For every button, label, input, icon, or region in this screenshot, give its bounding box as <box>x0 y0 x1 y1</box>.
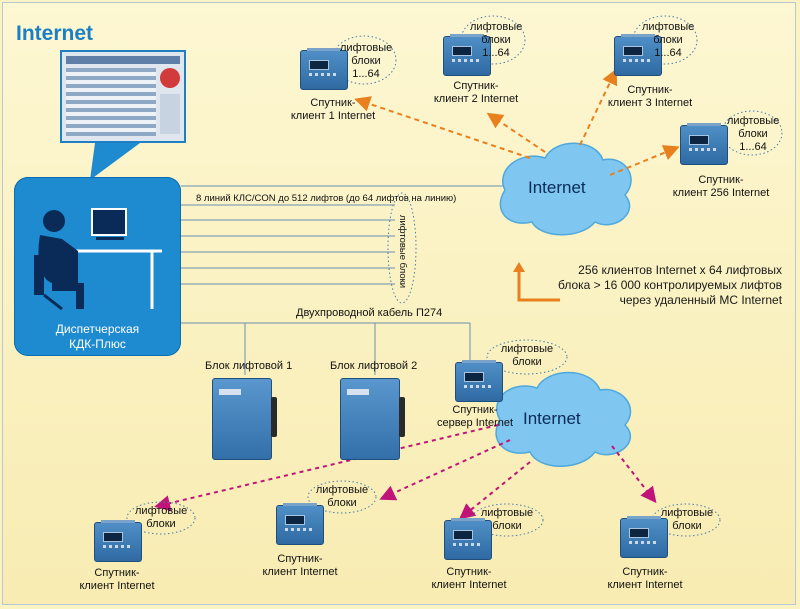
arrow-client1 <box>354 96 531 159</box>
dispatcher-label-line1: Диспетчерская <box>55 322 140 336</box>
two-wire-cable-label: Двухпроводной кабель П274 <box>296 307 443 319</box>
cloud-top-label: Internet <box>528 178 586 197</box>
dispatcher-label-line2: КДК-Плюс <box>69 337 126 351</box>
block2-label: Блок лифтовой 2 <box>330 360 418 372</box>
client1-device <box>300 48 348 90</box>
client3-device <box>614 34 662 76</box>
cable-lines-label: 8 линий КЛС/CON до 512 лифтов (до 64 лиф… <box>196 193 457 204</box>
internet-cloud-top <box>499 142 632 236</box>
lift-block-1 <box>212 378 277 460</box>
callout-tail <box>90 143 140 180</box>
capacity-note-line2: блока > 16 000 контролируемых лифтов <box>558 278 783 292</box>
note-pointer <box>517 270 560 302</box>
screen-grid <box>66 68 156 136</box>
capacity-note-line3: через удаленный МС Internet <box>619 293 783 307</box>
note-pointer-head <box>513 262 525 272</box>
bclient3-label: Спутник-клиент Internet <box>431 566 507 591</box>
lift-block-2 <box>340 378 405 460</box>
dispatcher-label: Диспетчерская КДК-Плюс <box>14 322 181 352</box>
bubble-server <box>486 339 568 375</box>
capacity-note: 256 клиентов Internet x 64 лифтовых блок… <box>558 263 782 308</box>
arrow-client256 <box>609 145 680 176</box>
cable-lines <box>181 185 510 375</box>
dispatcher-screen-thumbnail <box>60 50 186 143</box>
arrow-bclient4 <box>611 445 657 504</box>
bubble-bclient2 <box>307 480 377 514</box>
orange-arrows <box>354 68 680 176</box>
client2-device <box>443 34 491 76</box>
bclient2-device <box>276 503 324 545</box>
server-label: Спутник-сервер Internet <box>436 404 514 429</box>
server-device <box>455 360 503 402</box>
bclient1-device <box>94 520 142 562</box>
bclient3-device <box>444 518 492 560</box>
arrow-bclient1 <box>154 424 499 512</box>
client256-label: Спутник-клиент 256 Internet <box>672 174 770 199</box>
block1-label: Блок лифтовой 1 <box>205 360 293 372</box>
operator-icon <box>34 208 162 311</box>
bclient1-label: Спутник-клиент Internet <box>79 567 155 592</box>
bclient2-label: Спутник-клиент Internet <box>262 553 338 578</box>
lift-blocks-vertical-label: лифтовые блоки <box>397 214 409 289</box>
arrow-client3 <box>579 68 618 146</box>
bclient4-device <box>620 516 668 558</box>
client1-label: Спутник-клиент 1 Internet <box>290 97 376 122</box>
bclient4-label: Спутник-клиент Internet <box>607 566 683 591</box>
internet-cloud-bottom <box>495 371 632 467</box>
screen-alarm-icon <box>160 68 180 88</box>
bubble-bclient1 <box>126 501 196 535</box>
dispatcher-box: Диспетчерская КДК-Плюс <box>14 177 181 356</box>
screen-side-panel <box>160 94 180 134</box>
lift-blocks-bubble <box>387 192 417 304</box>
cloud-bottom-label: Internet <box>523 409 581 428</box>
page-title: Internet <box>16 22 94 45</box>
client3-label: Спутник-клиент 3 Internet <box>607 84 693 109</box>
arrow-client2 <box>486 112 546 153</box>
capacity-note-line1: 256 клиентов Internet x 64 лифтовых <box>578 263 783 277</box>
client2-label: Спутник-клиент 2 Internet <box>433 80 519 105</box>
magenta-arrows <box>154 424 657 520</box>
client256-device <box>680 123 728 165</box>
arrow-bclient3 <box>458 461 531 520</box>
screen-titlebar <box>66 56 180 64</box>
bubble-client256 <box>721 110 783 156</box>
